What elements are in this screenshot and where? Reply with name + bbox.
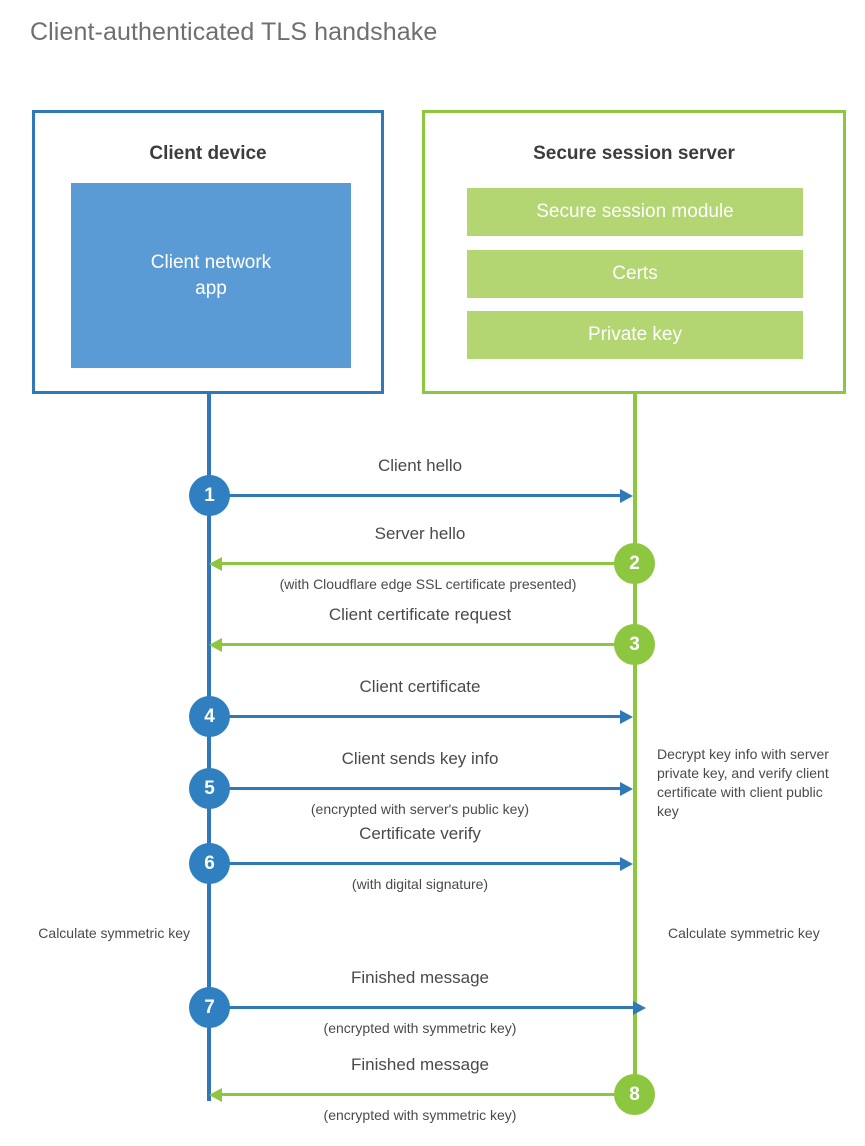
client-network-app-label-line2: app bbox=[195, 277, 227, 299]
message-arrow-1 bbox=[209, 488, 633, 503]
message-label-6: Certificate verify bbox=[359, 824, 481, 843]
message-sublabel-2: (with Cloudflare edge SSL certificate pr… bbox=[279, 576, 577, 592]
message-label-8: Finished message bbox=[351, 1055, 489, 1074]
secure-session-server-title: Secure session server bbox=[533, 143, 735, 164]
step-circle-1: 1 bbox=[189, 475, 230, 516]
message-arrow-3 bbox=[209, 637, 633, 652]
message-label-4: Client certificate bbox=[359, 677, 481, 696]
server-lifeline bbox=[633, 393, 637, 1093]
page-title: Client-authenticated TLS handshake bbox=[30, 18, 438, 46]
message-arrow-4 bbox=[209, 709, 633, 724]
message-sublabel-7: (encrypted with symmetric key) bbox=[323, 1020, 517, 1036]
annotation-calculate-symmetric-key-server: Calculate symmetric key bbox=[668, 925, 820, 941]
annotation-calculate-symmetric-key-client: Calculate symmetric key bbox=[38, 925, 190, 941]
arrowhead-left-icon bbox=[209, 556, 222, 571]
client-network-app-block: Client network app bbox=[71, 183, 351, 368]
server-module-private-key: Private key bbox=[467, 311, 803, 359]
step-circle-6: 6 bbox=[189, 843, 230, 884]
step-circle-5: 5 bbox=[189, 768, 230, 809]
message-arrow-7 bbox=[209, 1000, 646, 1015]
message-label-5: Client sends key info bbox=[341, 749, 499, 768]
message-sublabel-8: (encrypted with symmetric key) bbox=[323, 1107, 517, 1123]
annotation-decrypt-key-info: Decrypt key info with server private key… bbox=[657, 746, 829, 819]
message-label-1: Client hello bbox=[377, 456, 463, 475]
client-network-app-label-line1: Client network bbox=[150, 251, 272, 273]
arrowhead-right-icon bbox=[620, 856, 633, 871]
message-arrow-6 bbox=[209, 856, 633, 871]
step-circle-3: 3 bbox=[614, 624, 655, 665]
message-sublabel-6: (with digital signature) bbox=[351, 876, 489, 892]
message-label-2: Server hello bbox=[374, 524, 466, 543]
client-device-title: Client device bbox=[149, 143, 267, 164]
arrowhead-left-icon bbox=[209, 1087, 222, 1102]
message-label-7: Finished message bbox=[351, 968, 489, 987]
client-device-box: Client device Client network app bbox=[32, 110, 384, 394]
step-circle-7: 7 bbox=[189, 987, 230, 1028]
server-module-secure-session-module: Secure session module bbox=[467, 188, 803, 236]
step-circle-4: 4 bbox=[189, 696, 230, 737]
server-module-certs: Certs bbox=[467, 250, 803, 298]
arrowhead-right-icon bbox=[620, 781, 633, 796]
message-sublabel-5: (encrypted with server's public key) bbox=[310, 801, 530, 817]
arrowhead-left-icon bbox=[209, 637, 222, 652]
step-circle-8: 8 bbox=[614, 1074, 655, 1115]
arrowhead-right-icon bbox=[633, 1000, 646, 1015]
message-arrow-2 bbox=[209, 556, 633, 571]
step-circle-2: 2 bbox=[614, 543, 655, 584]
message-arrow-5 bbox=[209, 781, 633, 796]
arrowhead-right-icon bbox=[620, 709, 633, 724]
secure-session-server-box: Secure session server Secure session mod… bbox=[422, 110, 846, 394]
message-arrow-8 bbox=[209, 1087, 633, 1102]
client-lifeline bbox=[207, 393, 211, 1101]
arrowhead-right-icon bbox=[620, 488, 633, 503]
message-label-3: Client certificate request bbox=[328, 605, 512, 624]
